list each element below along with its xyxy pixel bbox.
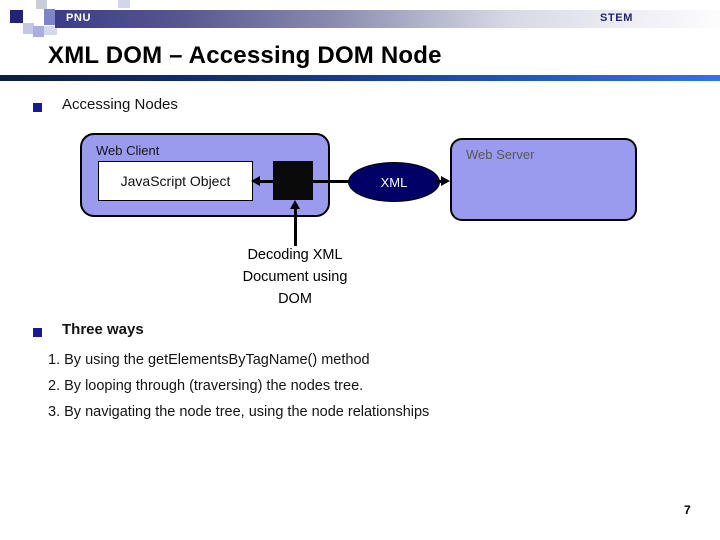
bullet-square-icon [33, 328, 42, 337]
web-server-box: Web Server [450, 138, 637, 221]
arrow-line [294, 208, 297, 246]
three-ways-list: 1. By using the getElementsByTagName() m… [48, 347, 429, 425]
logo-mosaic-square [118, 0, 130, 8]
caption-line: Document using [242, 269, 348, 285]
logo-mosaic-square [33, 26, 44, 37]
logo-mosaic-square [10, 10, 23, 23]
list-item: 1. By using the getElementsByTagName() m… [48, 352, 370, 368]
arrowhead-left-icon [251, 176, 260, 186]
accessing-nodes-heading: Accessing Nodes [62, 96, 178, 113]
list-item: 2. By looping through (traversing) the n… [48, 378, 364, 394]
web-server-label: Web Server [466, 147, 535, 162]
arrowhead-right-icon [441, 176, 450, 186]
arrowhead-up-icon [290, 200, 300, 209]
three-ways-heading: Three ways [62, 321, 144, 338]
caption-line: Decoding XML [247, 247, 343, 263]
connector-line [313, 180, 349, 183]
title-underline [0, 75, 720, 81]
header-bar [55, 10, 720, 28]
dom-parser-square [273, 161, 313, 200]
list-item: 3. By navigating the node tree, using th… [48, 404, 430, 420]
web-client-label: Web Client [96, 143, 160, 158]
logo-mosaic-square [36, 0, 47, 9]
xml-ellipse: XML [348, 162, 440, 202]
arrow-line [435, 180, 443, 183]
header-left-label: PNU [66, 12, 92, 24]
javascript-object-box: JavaScript Object [98, 161, 253, 201]
bullet-square-icon [33, 103, 42, 112]
diagram-caption: Decoding XML Document using DOM [210, 244, 380, 310]
page-title: XML DOM – Accessing DOM Node [48, 42, 442, 69]
logo-mosaic-square [44, 26, 57, 35]
header-right-label: STEM [600, 12, 633, 24]
arrow-line [258, 180, 273, 183]
logo-mosaic-square [23, 23, 34, 34]
page-number: 7 [684, 503, 691, 517]
logo-mosaic-square [44, 9, 55, 25]
caption-line: DOM [278, 291, 312, 307]
